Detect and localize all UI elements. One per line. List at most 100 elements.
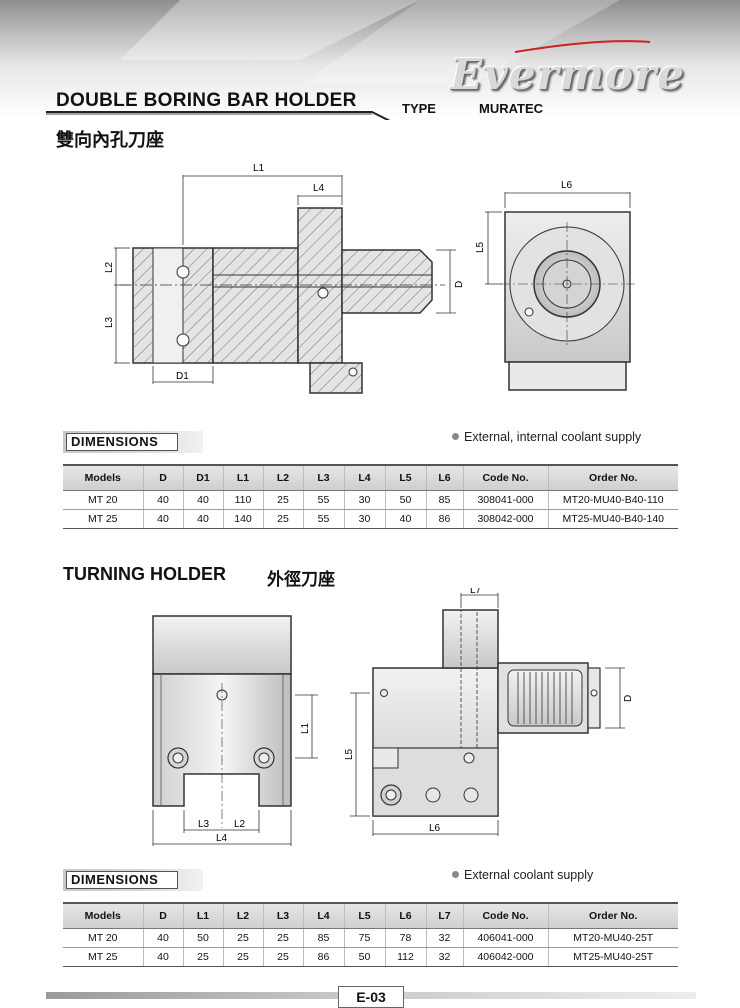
- table-cell: 25: [262, 509, 303, 529]
- turning-dimensions-table: Models D L1 L2 L3 L4 L5 L6 L7 Code No. O…: [63, 902, 678, 967]
- table-cell: 85: [302, 928, 344, 948]
- column-header: Models: [63, 464, 143, 491]
- table-cell: 85: [425, 490, 463, 510]
- boring-front-view: [500, 211, 635, 391]
- turning-label-L4: L4: [216, 833, 228, 844]
- boring-dimensions-table: Models D D1 L1 L2 L3 L4 L5 L6 Code No. O…: [63, 464, 678, 529]
- table-row: MT 20 40 50 25 25 85 75 78 32 406041-000…: [63, 928, 678, 948]
- boring-coolant-note: External, internal coolant supply: [452, 430, 641, 444]
- type-label: TYPE: [402, 101, 436, 116]
- table-cell: 50: [384, 490, 426, 510]
- table-cell: 30: [343, 509, 385, 529]
- table-cell: 25: [262, 928, 303, 948]
- column-header: L2: [262, 464, 303, 491]
- turning-label-L6: L6: [429, 823, 441, 834]
- header-banner: [0, 0, 740, 118]
- table-row: MT 20 40 40 110 25 55 30 50 85 308041-00…: [63, 490, 678, 510]
- column-header: Order No.: [547, 902, 678, 929]
- table-row: MT 25 40 25 25 25 86 50 112 32 406042-00…: [63, 947, 678, 967]
- turning-label-L7: L7: [470, 588, 482, 596]
- column-header: L6: [384, 902, 426, 929]
- column-header: L5: [343, 902, 385, 929]
- turning-dimensions-label: DIMENSIONS: [66, 871, 178, 889]
- turning-label-L5: L5: [344, 748, 355, 760]
- page-number: E-03: [338, 986, 404, 1008]
- table-cell: 25: [222, 947, 263, 967]
- turning-label-L3: L3: [198, 819, 210, 830]
- table-cell: MT25-MU40-B40-140: [547, 509, 678, 529]
- table-cell: 32: [425, 928, 463, 948]
- turning-dimensions-banner: DIMENSIONS: [63, 869, 203, 891]
- table-cell: 86: [425, 509, 463, 529]
- column-header: L1: [222, 464, 263, 491]
- turning-label-L1: L1: [300, 722, 311, 734]
- table-cell: 86: [302, 947, 344, 967]
- table-cell: 78: [384, 928, 426, 948]
- boring-note-text: External, internal coolant supply: [464, 430, 642, 444]
- table-cell: MT 20: [63, 490, 143, 510]
- turning-coolant-note: External coolant supply: [452, 868, 593, 882]
- table-cell: 308042-000: [462, 509, 548, 529]
- boring-label-D1: D1: [176, 371, 189, 382]
- boring-dimensions-label: DIMENSIONS: [66, 433, 178, 451]
- table-cell: 25: [182, 947, 223, 967]
- table-cell: 308041-000: [462, 490, 548, 510]
- table-cell: MT 25: [63, 947, 143, 967]
- turning-side-view: [372, 609, 601, 817]
- table-cell: MT20-MU40-B40-110: [547, 490, 678, 510]
- turning-holder-drawing: L1 L3 L2 L4: [152, 588, 634, 846]
- boring-label-D: D: [454, 281, 465, 288]
- column-header: L5: [384, 464, 426, 491]
- boring-dimensions-banner: DIMENSIONS: [63, 431, 203, 453]
- column-header: Order No.: [547, 464, 678, 491]
- column-header: Code No.: [462, 902, 548, 929]
- table-cell: 55: [302, 509, 344, 529]
- page-title: DOUBLE BORING BAR HOLDER: [56, 90, 357, 111]
- boring-side-view: [120, 207, 445, 394]
- turning-label-L2: L2: [234, 819, 246, 830]
- table-cell: MT20-MU40-25T: [547, 928, 678, 948]
- column-header: D1: [182, 464, 223, 491]
- table-cell: 110: [222, 490, 263, 510]
- table-cell: 25: [262, 490, 303, 510]
- turning-front-view: [152, 615, 292, 828]
- header-decoration: [46, 0, 651, 120]
- table-cell: 406042-000: [462, 947, 548, 967]
- table-cell: 140: [222, 509, 263, 529]
- table-cell: 75: [343, 928, 385, 948]
- column-header: Models: [63, 902, 143, 929]
- table-cell: MT 25: [63, 509, 143, 529]
- table-cell: 25: [222, 928, 263, 948]
- column-header: L4: [343, 464, 385, 491]
- column-header: L7: [425, 902, 463, 929]
- table-cell: 40: [142, 490, 183, 510]
- table-cell: 25: [262, 947, 303, 967]
- table-header-row: Models D L1 L2 L3 L4 L5 L6 L7 Code No. O…: [63, 902, 678, 929]
- table-cell: 406041-000: [462, 928, 548, 948]
- boring-label-L4: L4: [313, 183, 325, 194]
- column-header: L3: [262, 902, 303, 929]
- turning-label-D: D: [623, 695, 634, 702]
- column-header: L6: [425, 464, 463, 491]
- table-cell: 112: [384, 947, 426, 967]
- column-header: L3: [302, 464, 344, 491]
- table-cell: 50: [182, 928, 223, 948]
- boring-label-L3: L3: [104, 316, 115, 328]
- boring-label-L2: L2: [104, 261, 115, 273]
- table-cell: 40: [142, 928, 183, 948]
- boring-label-L6: L6: [561, 180, 573, 191]
- table-cell: 40: [142, 509, 183, 529]
- table-cell: MT 20: [63, 928, 143, 948]
- table-cell: 55: [302, 490, 344, 510]
- column-header: L2: [222, 902, 263, 929]
- boring-label-L5: L5: [475, 241, 486, 253]
- column-header: L1: [182, 902, 223, 929]
- turning-note-text: External coolant supply: [464, 868, 594, 882]
- table-cell: 32: [425, 947, 463, 967]
- bullet-icon: [452, 871, 459, 878]
- table-cell: 40: [182, 490, 223, 510]
- table-row: MT 25 40 40 140 25 55 30 40 86 308042-00…: [63, 509, 678, 529]
- table-cell: 50: [343, 947, 385, 967]
- type-value: MURATEC: [479, 101, 544, 116]
- brand-logo: Evermore: [450, 50, 685, 99]
